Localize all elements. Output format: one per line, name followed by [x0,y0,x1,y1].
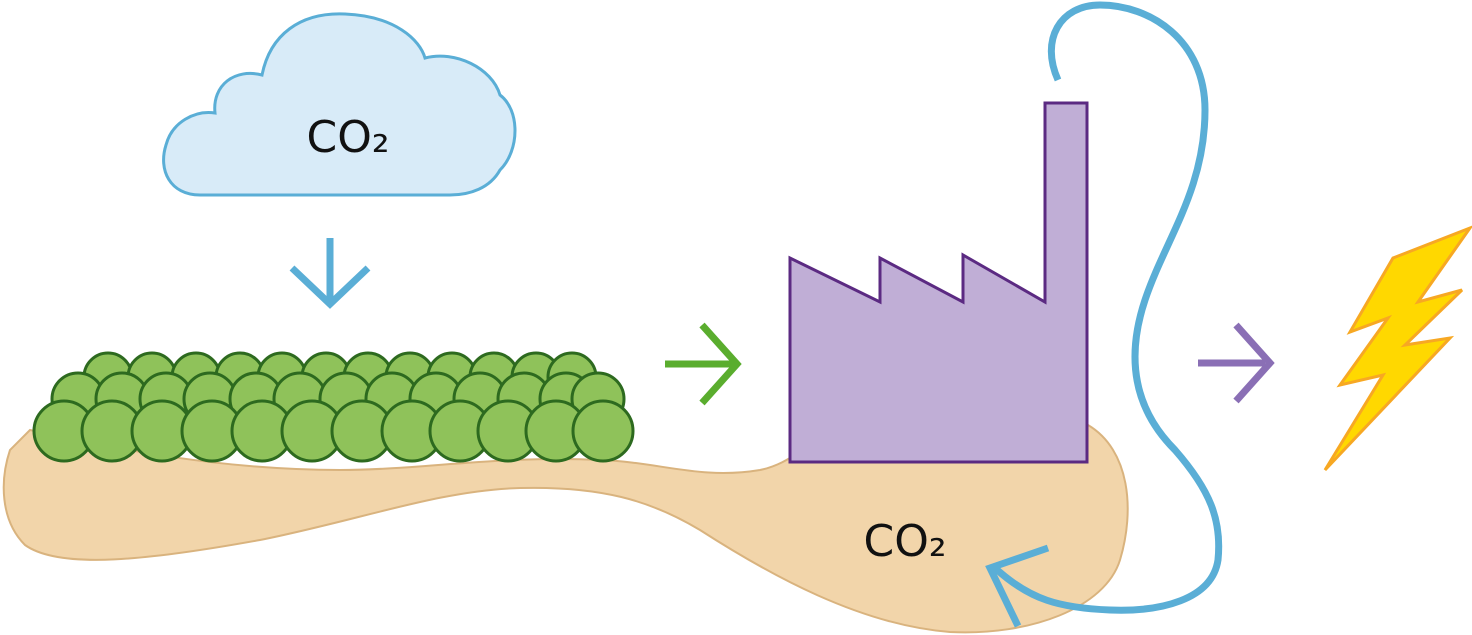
capture-flow-line [992,1,1223,614]
soil-blob [2,423,1129,634]
cloud-icon: CO₂ [162,12,517,197]
storage-arrow-icon [985,544,1050,628]
down-arrow-icon [289,238,371,309]
biomass-arrow-icon [665,322,742,406]
factory-icon [788,101,1089,464]
trees-icon [32,351,635,463]
lightning-icon [1323,225,1472,472]
cloud-co2-label: CO₂ [307,112,390,163]
tree-crown [571,399,635,463]
energy-arrow-icon [1198,322,1275,404]
cloud-shape [162,12,517,197]
underground-co2-label: CO₂ [864,516,947,567]
